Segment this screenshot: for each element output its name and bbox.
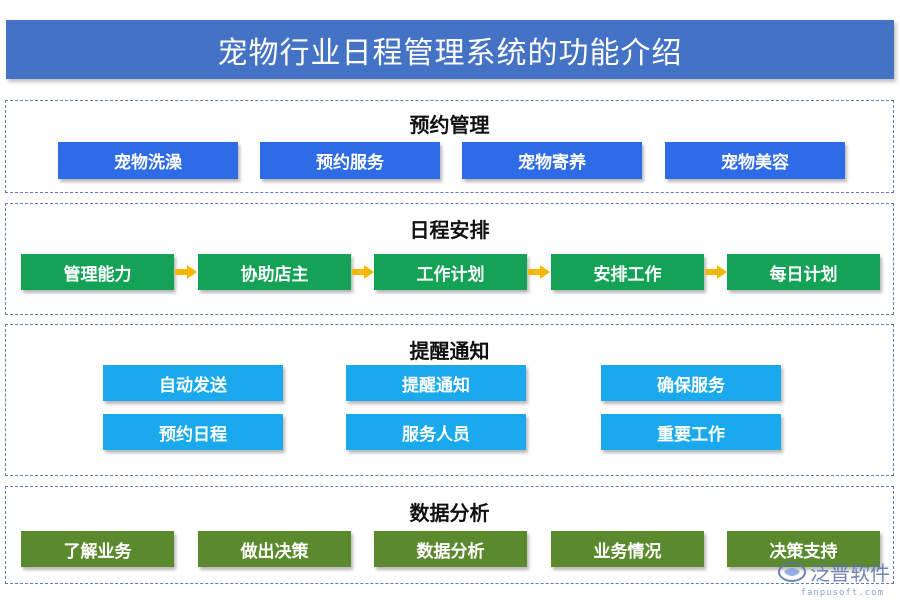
section-schedule: 日程安排 管理能力 协助店主 工作计划 安排工作 每日计划 — [5, 203, 894, 315]
section-reminder: 提醒通知 自动发送 提醒通知 确保服务 预约日程 服务人员 重要工作 — [5, 324, 894, 476]
section-appointment: 预约管理 宠物洗澡 预约服务 宠物寄养 宠物美容 — [5, 100, 894, 193]
section-title-appointment: 预约管理 — [409, 113, 490, 137]
section-data-analysis: 数据分析 了解业务 做出决策 数据分析 业务情况 决策支持 — [5, 486, 894, 584]
box-auto-send: 自动发送 — [103, 365, 283, 401]
box-understand-business: 了解业务 — [21, 531, 174, 567]
arrow-right-icon — [705, 265, 727, 279]
brand-logo: 泛普软件 — [778, 557, 890, 586]
box-important-work: 重要工作 — [601, 414, 781, 450]
box-ensure-service: 确保服务 — [601, 365, 781, 401]
box-pet-grooming: 宠物美容 — [665, 142, 845, 179]
box-pet-boarding: 宠物寄养 — [462, 142, 642, 179]
box-decision-support: 决策支持 — [727, 531, 880, 567]
box-booking-service: 预约服务 — [260, 142, 440, 179]
logo-text: 泛普软件 — [810, 561, 890, 585]
section-title-schedule: 日程安排 — [409, 218, 490, 242]
box-work-plan: 工作计划 — [374, 254, 527, 290]
arrow-right-icon — [352, 265, 374, 279]
box-data-analysis: 数据分析 — [374, 531, 527, 567]
box-booking-schedule: 预约日程 — [103, 414, 283, 450]
box-management-ability: 管理能力 — [21, 254, 174, 290]
box-daily-plan: 每日计划 — [727, 254, 880, 290]
box-reminder-notice: 提醒通知 — [346, 365, 526, 401]
logo-icon — [778, 561, 806, 582]
page-title: 宠物行业日程管理系统的功能介绍 — [6, 20, 894, 79]
box-business-status: 业务情况 — [551, 531, 704, 567]
box-make-decision: 做出决策 — [198, 531, 351, 567]
arrow-right-icon — [528, 265, 550, 279]
box-arrange-work: 安排工作 — [551, 254, 704, 290]
box-service-staff: 服务人员 — [346, 414, 526, 450]
box-pet-bath: 宠物洗澡 — [58, 142, 238, 179]
logo-url: fanpusoft.com — [800, 588, 884, 598]
arrow-right-icon — [175, 265, 197, 279]
section-title-reminder: 提醒通知 — [409, 339, 490, 363]
box-assist-owner: 协助店主 — [198, 254, 351, 290]
section-title-data-analysis: 数据分析 — [409, 501, 490, 525]
